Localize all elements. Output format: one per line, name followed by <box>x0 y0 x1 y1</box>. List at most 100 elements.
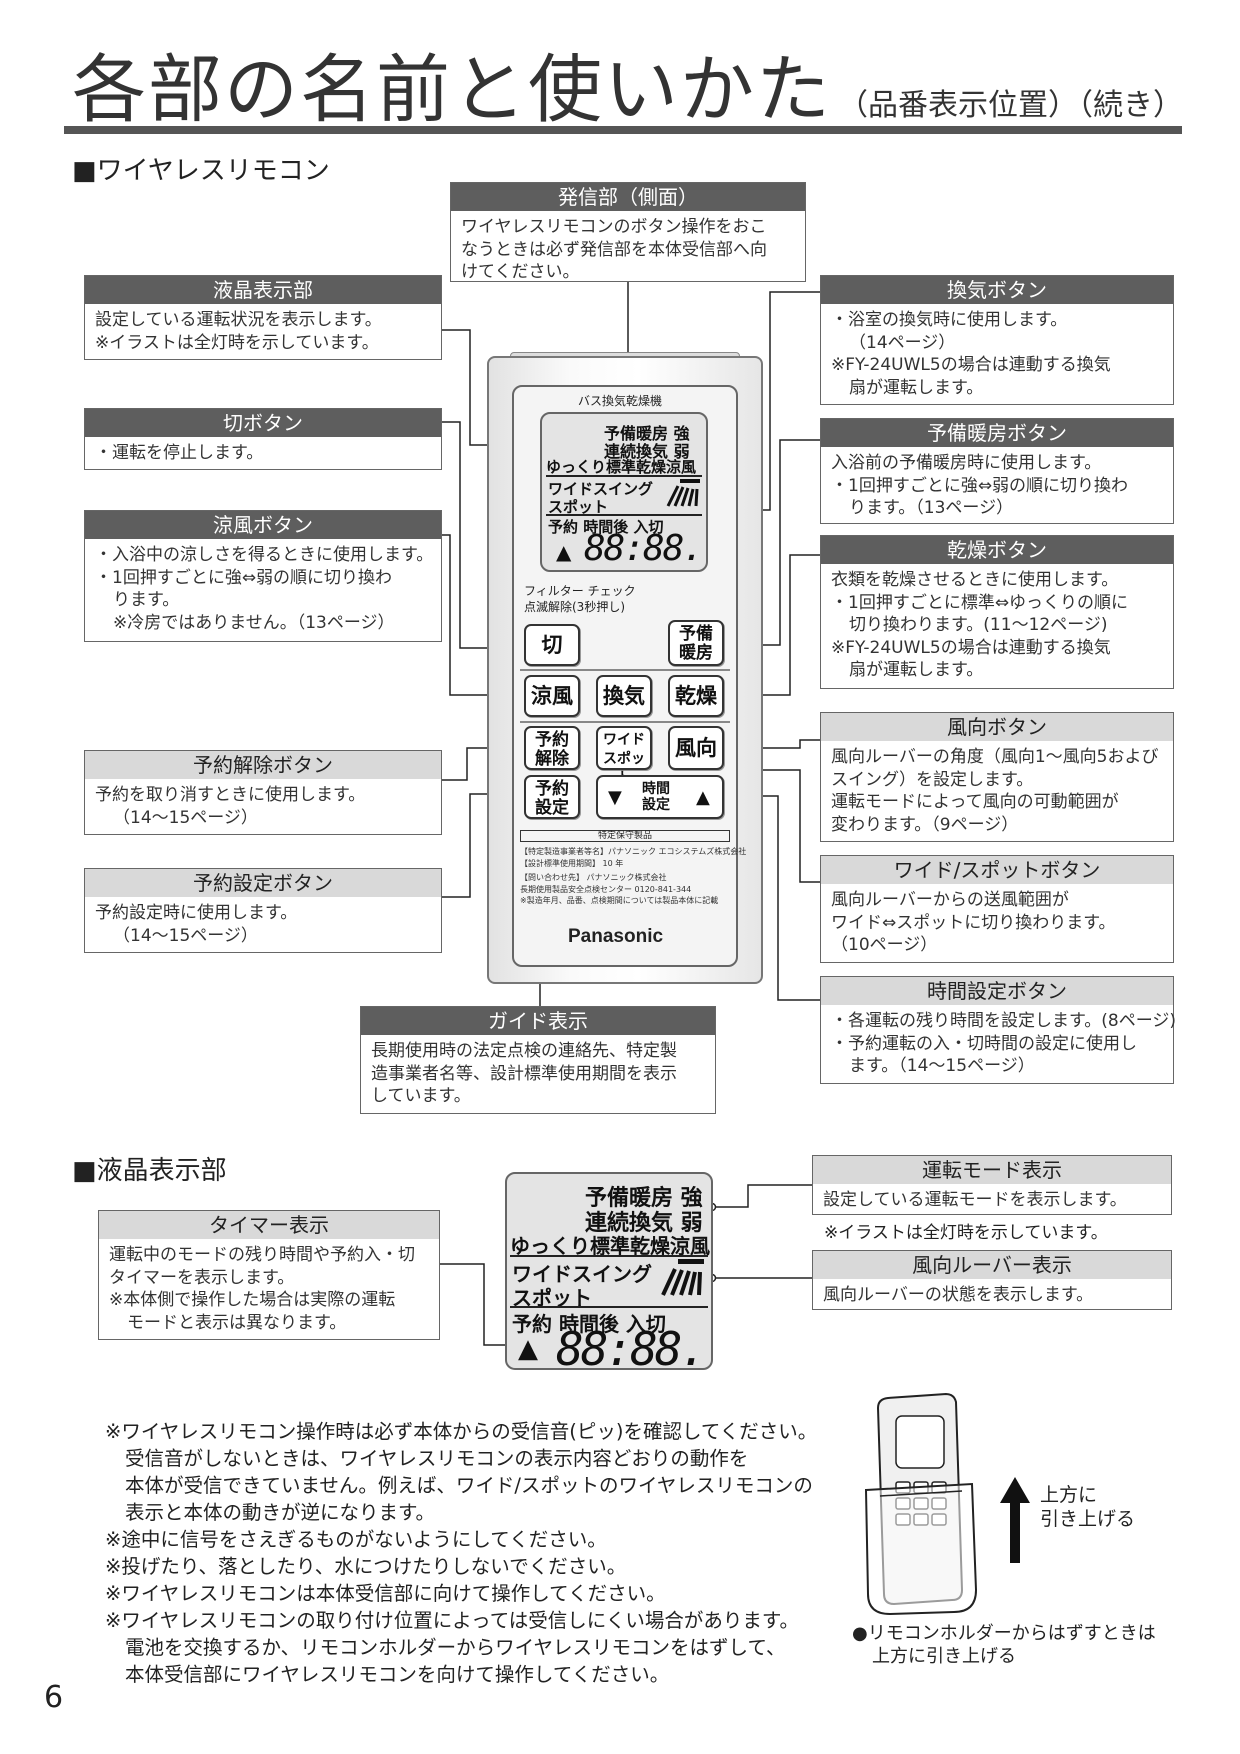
callout-line: 風向ルーバーの状態を表示します。 <box>823 1285 1094 1305</box>
callout-line: ・入浴中の涼しさを得るときに使用します。 <box>95 545 434 565</box>
preheat-button-label-1: 予備 <box>679 624 713 644</box>
guide-label-line-4: 長期使用製品安全点検センター 0120-841-344 <box>520 885 692 894</box>
preheat-button-label-2: 暖房 <box>679 643 713 663</box>
remote-lcd-row1: 予備暖房 強 <box>604 424 690 443</box>
set-reserve-button[interactable]: 予約 設定 <box>524 775 580 819</box>
set-reserve-label-1: 予約 <box>535 779 569 799</box>
lcd-large-digits: 88:88. <box>556 1322 707 1376</box>
callout-line: しています。 <box>371 1086 471 1106</box>
wide-spot-label-1: ワイド <box>603 732 645 748</box>
callout-lcd-part: 液晶表示部 設定している運転状況を表示します。 ※イラストは全灯時を示しています… <box>84 275 442 360</box>
time-set-label: 時間 設定 <box>642 781 670 813</box>
remote-lcd-row2: 連続換気 弱 <box>604 442 690 461</box>
callout-title: 予約解除ボタン <box>85 751 441 779</box>
callout-title: 涼風ボタン <box>85 511 441 539</box>
guide-label-line-5: ※製造年月、品番、点検期間については製品本体に記載 <box>520 896 719 905</box>
filter-label-1: フィルター チェック <box>524 584 636 598</box>
callout-line: スイング）を設定します。 <box>831 769 1034 790</box>
holder-caption-2: 上方に引き上げる <box>872 1646 1016 1667</box>
callout-line: 扇が運転します。 <box>849 377 984 398</box>
callout-line: ・運転を停止します。 <box>95 443 264 463</box>
callout-line: 長期使用時の法定点検の連絡先、特定製 <box>371 1041 677 1061</box>
lcd-large-louver-icon <box>661 1259 704 1296</box>
callout-line: ります。（13ページ） <box>849 498 1014 518</box>
callout-title: 換気ボタン <box>821 276 1173 304</box>
guide-label-line-1: 【特定製造事業者等名】パナソニック エコシステムズ株式会社 <box>520 847 747 856</box>
page-title: 各部の名前と使いかた（品番表示位置）（続き） <box>72 30 1183 133</box>
remote-lcd-rule <box>546 475 702 477</box>
note-line: ※ワイヤレスリモコン操作時は必ず本体からの受信音(ピッ)を確認してください。 <box>105 1420 818 1443</box>
callout-title: 乾燥ボタン <box>821 536 1173 564</box>
callout-line: 予約を取り消すときに使用します。 <box>95 785 366 805</box>
callout-cancel-reserve: 予約解除ボタン 予約を取り消すときに使用します。 （14〜15ページ） <box>84 750 442 835</box>
callout-title: ガイド表示 <box>361 1007 715 1035</box>
callout-wide-spot-button: ワイド/スポットボタン 風向ルーバーからの送風範囲が ワイド⇔スポットに切り換わ… <box>820 855 1174 963</box>
remote-lcd-row4b: スポット <box>548 498 609 516</box>
dry-button[interactable]: 乾燥 <box>668 675 724 717</box>
callout-transmitter: 発信部（側面） ワイヤレスリモコンのボタン操作をおこ なうときは必ず発信部を本体… <box>450 182 806 282</box>
product-label: バス換気乾燥機 <box>578 394 663 408</box>
callout-line: 入浴前の予備暖房時に使用します。 <box>831 453 1102 473</box>
holder-caption: ●リモコンホルダーからはずすときは 上方に引き上げる <box>852 1622 1156 1668</box>
callout-line: （14〜15ページ） <box>113 925 258 946</box>
remote-lcd-row3: ゆっくり標準乾燥涼風 <box>546 458 697 476</box>
time-set-button[interactable]: ▼ 時間 設定 ▲ <box>596 775 724 819</box>
callout-line: （14ページ） <box>849 332 956 353</box>
vent-button[interactable]: 換気 <box>596 675 652 717</box>
callout-line: （10ページ） <box>831 935 938 955</box>
callout-title: 時間設定ボタン <box>821 977 1173 1005</box>
callout-title: 運転モード表示 <box>813 1156 1171 1184</box>
up-arrow-icon <box>1000 1477 1030 1563</box>
title-rule <box>64 126 1182 134</box>
callout-line: ・1回押すごとに標準⇔ゆっくりの順に <box>831 592 1129 613</box>
filter-label-2: 点滅解除(3秒押し) <box>524 600 625 614</box>
remote-louver-icon <box>666 479 700 507</box>
remote-lcd-arrow: ▲ <box>556 540 572 564</box>
callout-line: ます。（14〜15ページ） <box>849 1056 1035 1076</box>
note-line: 本体が受信できていません。例えば、ワイド/スポットのワイヤレスリモコンの <box>125 1474 813 1497</box>
note-line: 本体受信部にワイヤレスリモコンを向けて操作してください。 <box>125 1663 670 1686</box>
cancel-reserve-button[interactable]: 予約 解除 <box>524 726 580 770</box>
remote-brand-logo: Panasonic <box>568 926 664 947</box>
note-line: ※ワイヤレスリモコンの取り付け位置によっては受信しにくい場合があります。 <box>105 1609 799 1632</box>
lcd-large-row5: 予約 時間後 入切 <box>512 1312 666 1336</box>
direction-button[interactable]: 風向 <box>668 726 724 770</box>
callout-mode-display: 運転モード表示 設定している運転モードを表示します。 <box>812 1155 1172 1215</box>
arrow-caption: 上方に 引き上げる <box>1040 1483 1135 1531</box>
callout-line: ・1回押すごとに強⇔弱の順に切り換わ <box>95 567 393 588</box>
wide-spot-button[interactable]: ワイド スポット <box>596 726 652 786</box>
callout-line: ※イラストは全灯時を示しています。 <box>95 332 379 353</box>
set-reserve-label-2: 設定 <box>535 798 569 818</box>
cool-button[interactable]: 涼風 <box>524 675 580 717</box>
cancel-reserve-label-1: 予約 <box>535 730 569 750</box>
panel-divider-1 <box>520 669 730 671</box>
page-title-main: 各部の名前と使いかた <box>72 47 832 133</box>
callout-line: ※本体側で操作した場合は実際の運転 <box>109 1290 396 1310</box>
callout-louver-display: 風向ルーバー表示 風向ルーバーの状態を表示します。 <box>812 1250 1172 1310</box>
panel-divider-2 <box>520 721 730 723</box>
lcd-large-row4a: ワイドスイング <box>512 1262 652 1286</box>
holder-caption-1: ●リモコンホルダーからはずすときは <box>852 1623 1156 1644</box>
callout-line: なうときは必ず発信部を本体受信部へ向 <box>461 239 767 260</box>
callout-line: 変わります。（9ページ） <box>831 814 1019 835</box>
callout-title: 切ボタン <box>85 409 441 437</box>
callout-line: ・各運転の残り時間を設定します。(8ページ) <box>831 1011 1177 1031</box>
callout-line: 運転中のモードの残り時間や予約入・切 <box>109 1245 415 1265</box>
callout-timer-display: タイマー表示 運転中のモードの残り時間や予約入・切 タイマーを表示します。 ※本… <box>98 1210 440 1340</box>
off-button[interactable]: 切 <box>524 624 580 666</box>
note-line: ※投げたり、落としたり、水につけたりしないでください。 <box>105 1555 627 1578</box>
callout-dry-button: 乾燥ボタン 衣類を乾燥させるときに使用します。 ・1回押すごとに標準⇔ゆっくりの… <box>820 535 1174 689</box>
remote-holder-illustration <box>864 1392 978 1615</box>
callout-line: 風向ルーバーの角度（風向1〜風向5および <box>831 747 1159 767</box>
mode-display-note: ※イラストは全灯時を示しています。 <box>824 1223 1108 1243</box>
callout-title: 発信部（側面） <box>451 183 805 211</box>
note-line: ※途中に信号をさえぎるものがないようにしてください。 <box>105 1528 607 1551</box>
callout-line: 切り換わります。(11〜12ページ) <box>849 615 1108 635</box>
time-down-icon: ▼ <box>608 787 622 808</box>
preheat-button[interactable]: 予備 暖房 <box>668 620 724 666</box>
callout-direction-button: 風向ボタン 風向ルーバーの角度（風向1〜風向5および スイング）を設定します。 … <box>820 712 1174 842</box>
callout-line: モードと表示は異なります。 <box>127 1312 347 1333</box>
notes: ※ワイヤレスリモコン操作時は必ず本体からの受信音(ピッ)を確認してください。 受… <box>105 1418 817 1688</box>
time-up-icon: ▲ <box>696 787 710 808</box>
callout-title: 風向ボタン <box>821 713 1173 741</box>
